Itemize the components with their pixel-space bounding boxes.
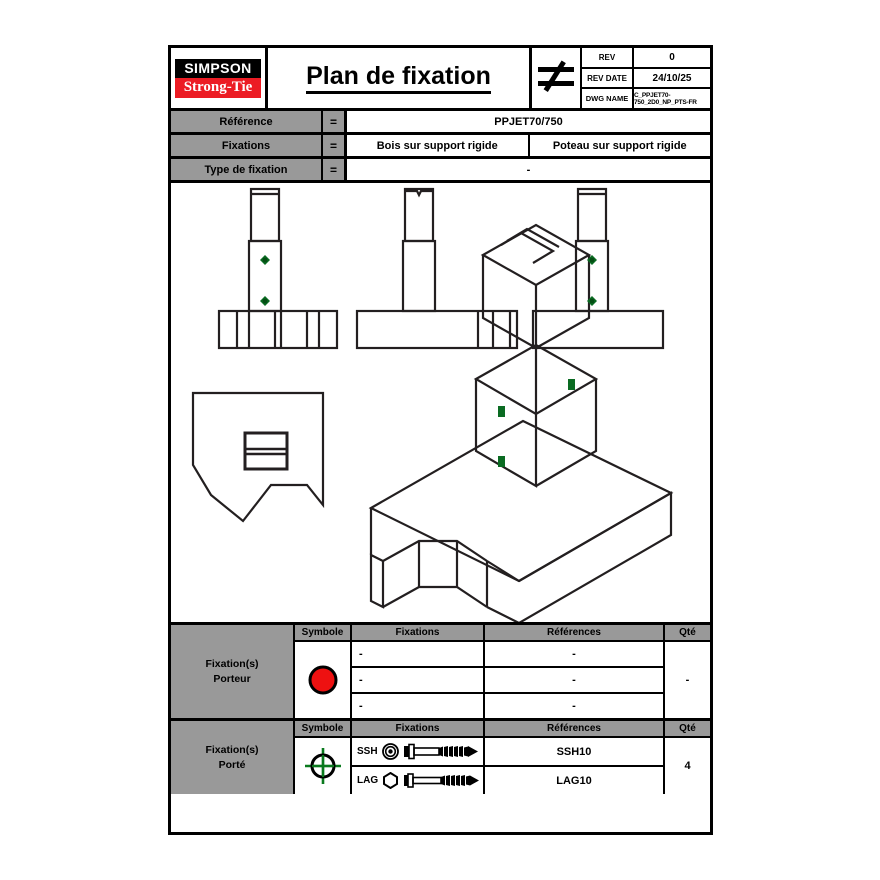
washer-head-icon — [381, 743, 399, 760]
porteur-reference-3: - — [485, 694, 665, 718]
spec-value-fixations-poteau: Poteau sur support rigide — [552, 139, 687, 152]
drawing-area — [171, 183, 710, 625]
spec-row-reference: Référence = PPJET70/750 — [171, 111, 710, 135]
header-qte: Qté — [679, 627, 696, 638]
spec-value-reference: PPJET70/750 — [494, 115, 563, 128]
revision-block: REV 0 REV DATE 24/10/25 DWG NAME C_PPJET… — [582, 48, 710, 109]
table-row: LAG LAG10 — [352, 767, 665, 794]
table-row: - - — [352, 642, 665, 668]
spec-row-fixations: Fixations = Bois sur support rigide Pote… — [171, 135, 710, 159]
fastener-table-porteur-title: Fixation(s) Porteur — [171, 625, 295, 718]
fastener-marker-icon — [498, 406, 505, 417]
header-qte: Qté — [679, 723, 696, 734]
porteur-fixation-2: - — [359, 674, 363, 686]
fastener-marker-icon — [260, 296, 270, 306]
header-symbole: Symbole — [295, 721, 352, 736]
porteur-qte: - — [685, 674, 690, 686]
porte-reference-ssh: SSH10 — [485, 738, 665, 765]
projection-symbol — [532, 48, 582, 108]
header-references: Références — [485, 721, 665, 736]
spec-label-fixations: Fixations — [171, 135, 323, 156]
fastener-marker-icon — [568, 379, 575, 390]
porteur-fixation-3: - — [359, 700, 363, 712]
spec-row-type: Type de fixation = - — [171, 159, 710, 183]
header-fixations: Fixations — [352, 625, 485, 640]
fastener-table-porte-title: Fixation(s) Porté — [171, 721, 295, 794]
technical-drawing — [191, 187, 674, 622]
rear-elevation-view — [531, 187, 665, 350]
porteur-reference-2: - — [485, 668, 665, 692]
spec-value-fixations-support: Bois sur support rigide — [347, 135, 530, 156]
porteur-reference-1: - — [485, 642, 665, 666]
fastener-markers-iso — [498, 379, 575, 467]
dwg-name-row: DWG NAME C_PPJET70-750_2D0_NP_PTS-FR — [582, 89, 710, 109]
spec-label-reference: Référence — [171, 111, 323, 132]
red-circle-icon — [308, 665, 337, 695]
crosshair-circle-icon — [304, 748, 341, 784]
header-references: Références — [485, 625, 665, 640]
porte-symbol-cell — [295, 738, 352, 794]
porteur-title-line1: Fixation(s) — [205, 658, 259, 671]
sheet-title: Plan de fixation — [268, 48, 532, 108]
rev-date-row: REV DATE 24/10/25 — [582, 68, 710, 90]
fastener-markers-front — [260, 255, 270, 306]
porte-header-row: Symbole Fixations Références Qté — [295, 721, 710, 738]
company-logo: SIMPSON Strong-Tie — [171, 48, 268, 108]
rev-row: REV 0 — [582, 48, 710, 69]
sheet-title-text: Plan de fixation — [306, 62, 491, 95]
third-angle-projection-icon — [538, 60, 574, 92]
lag-screw-icon — [404, 773, 480, 788]
rev-label: REV — [582, 48, 634, 67]
isometric-3d-view — [368, 223, 674, 622]
fastener-markers-rear — [587, 255, 597, 306]
drawing-sheet: SIMPSON Strong-Tie Plan de fixation REV … — [168, 45, 713, 835]
logo-simpson-text: SIMPSON — [175, 58, 261, 78]
spec-label-type: Type de fixation — [171, 159, 323, 180]
fastener-marker-icon — [498, 456, 505, 467]
spec-equals: = — [323, 159, 347, 180]
dwg-name-value: C_PPJET70-750_2D0_NP_PTS-FR — [634, 91, 697, 106]
rev-date-label: REV DATE — [582, 68, 634, 88]
dwg-name-label: DWG NAME — [582, 89, 634, 109]
porteur-title-line2: Porteur — [213, 672, 251, 685]
logo-strongtie-text: Strong-Tie — [175, 77, 261, 98]
table-row: - - — [352, 694, 665, 718]
hex-head-icon — [383, 772, 399, 789]
fastener-table-porteur: Fixation(s) Porteur Symbole Fixations Ré… — [171, 625, 710, 721]
header-fixations: Fixations — [352, 721, 485, 736]
fastener-marker-icon — [587, 296, 597, 306]
title-block: SIMPSON Strong-Tie Plan de fixation REV … — [171, 48, 710, 111]
washer-head-screw-icon — [403, 743, 478, 760]
porte-code-lag: LAG — [357, 775, 379, 786]
rev-value: 0 — [669, 51, 675, 63]
porteur-fixation-1: - — [359, 648, 363, 660]
table-row: SSH — [352, 738, 665, 767]
rev-date-value: 24/10/25 — [652, 72, 692, 84]
header-symbole: Symbole — [295, 625, 352, 640]
spec-equals: = — [323, 111, 347, 132]
porteur-symbol-cell — [295, 642, 352, 718]
porte-qte: 4 — [684, 760, 691, 772]
fastener-table-porte: Fixation(s) Porté Symbole Fixations Réfé… — [171, 721, 710, 794]
porte-title-line1: Fixation(s) — [205, 744, 259, 757]
porte-reference-lag: LAG10 — [485, 767, 665, 794]
porte-code-ssh: SSH — [357, 746, 378, 757]
side-elevation-view — [355, 187, 519, 350]
profile-section-view — [191, 391, 325, 523]
fastener-marker-icon — [587, 255, 597, 265]
porteur-header-row: Symbole Fixations Références Qté — [295, 625, 710, 642]
table-row: - - — [352, 668, 665, 694]
porte-title-line2: Porté — [218, 758, 246, 771]
fastener-marker-icon — [260, 255, 270, 265]
front-elevation-view — [217, 187, 339, 350]
spec-equals: = — [323, 135, 347, 156]
spec-value-type: - — [526, 163, 531, 176]
